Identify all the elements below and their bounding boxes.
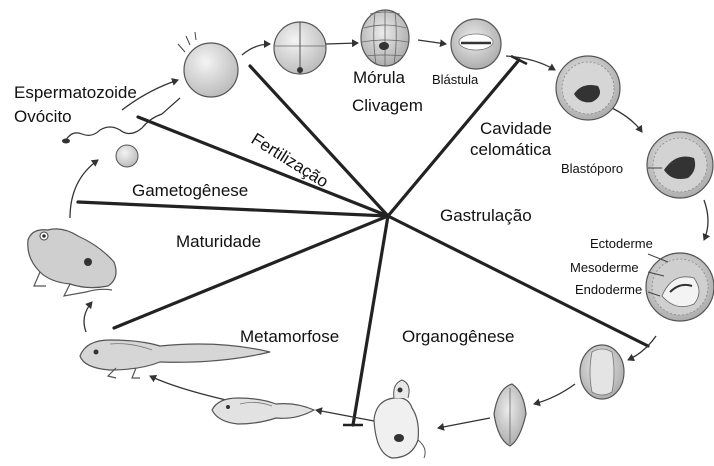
arrow-blastopore-to-layers (704, 200, 708, 240)
label-maturity: Maturidade (176, 232, 261, 251)
sperm-icon (66, 98, 180, 140)
tailbud-embryo-icon (374, 380, 425, 458)
germ-layers-icon (646, 253, 714, 321)
label-blastula: Blástula (432, 72, 479, 87)
arrow-gastrula-to-blastopore (612, 108, 642, 132)
arrow-frog-to-oocyte (70, 160, 98, 218)
morula-icon (361, 10, 409, 66)
neurula-icon (580, 345, 624, 399)
spoke-gametogenesis (78, 202, 388, 216)
arrow-cleavage-to-morula (326, 43, 358, 44)
arrow-egg-to-cleavage (242, 44, 270, 55)
label-coelomic-cavity-2: celomática (470, 140, 552, 159)
arrow-neurula-to-embryo (534, 384, 575, 404)
gastrula-icon (556, 56, 620, 120)
arrow-tailbud-to-tadpole (316, 410, 374, 421)
elongated-embryo-icon (494, 384, 526, 446)
blastula-icon (451, 19, 501, 69)
label-blastopore: Blastóporo (561, 161, 623, 176)
arrow-embryo-to-tailbud (438, 418, 490, 428)
label-oocyte: Ovócito (14, 107, 72, 126)
sperm-head-icon (62, 139, 70, 144)
label-gastrulation: Gastrulação (440, 206, 532, 225)
label-sperm: Espermatozoide (14, 83, 137, 102)
spoke-metamorphosis (353, 216, 388, 425)
arrow-morula-to-blastula (418, 40, 446, 44)
label-cleavage: Clivagem (352, 96, 423, 115)
label-ectoderm: Ectoderme (590, 236, 653, 251)
oocyte-icon (116, 145, 138, 167)
arrow-tadpole-to-frog (84, 302, 92, 332)
label-organogenesis: Organogênese (402, 327, 514, 346)
small-tadpole-icon (212, 398, 314, 424)
arrow-tadpole-to-large-tadpole (150, 376, 226, 400)
label-endoderm: Endoderme (575, 282, 642, 297)
label-metamorphosis: Metamorfose (240, 327, 339, 346)
adult-frog-icon (28, 229, 116, 296)
label-mesoderm: Mesoderme (570, 260, 639, 275)
label-morula: Mórula (353, 68, 406, 87)
label-fertilization: Fertilização (248, 129, 332, 191)
label-gametogenesis: Gametogênese (132, 181, 248, 200)
label-coelomic-cavity-1: Cavidade (480, 119, 552, 138)
fertilized-egg-icon (178, 32, 238, 97)
blastopore-stage-icon (647, 132, 713, 198)
cleavage-egg-icon (274, 22, 326, 74)
